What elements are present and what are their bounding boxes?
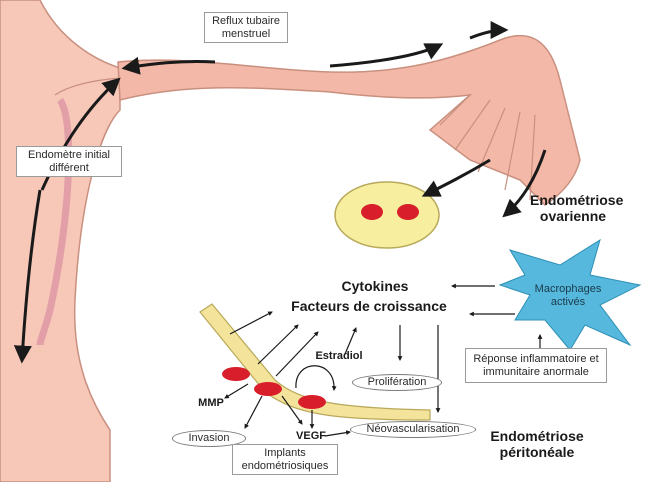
ovary	[335, 182, 439, 248]
label-reflux: Reflux tubaire menstruel	[204, 12, 288, 43]
label-endometriose-ovarienne: Endométriose ovarienne	[530, 192, 616, 224]
arrow-estradiol-loop	[296, 366, 334, 390]
label-macrophages: Macrophages activés	[532, 283, 604, 308]
label-facteurs: Facteurs de croissance	[272, 298, 466, 314]
label-endometre: Endomètre initial différent	[16, 146, 122, 177]
label-proliferation: Prolifération	[352, 374, 442, 391]
ovarian-lesion	[397, 204, 419, 220]
peritoneal-lesion	[254, 382, 282, 396]
arrow-implant-up-1	[230, 312, 272, 334]
label-implants: Implants endométriosiques	[232, 444, 338, 475]
arrow-reflux-mid	[330, 45, 440, 66]
label-reponse: Réponse inflammatoire et immunitaire ano…	[465, 348, 607, 383]
arrow-mmp	[225, 384, 248, 398]
peritoneal-lesion	[298, 395, 326, 409]
ovarian-lesion	[361, 204, 383, 220]
label-neovascularisation: Néovascularisation	[350, 421, 476, 438]
arrow-implant-up-2	[258, 325, 298, 364]
arrow-to-ovary	[425, 160, 490, 195]
label-estradiol: Estradiol	[312, 350, 366, 363]
label-cytokines: Cytokines	[320, 278, 430, 294]
arrow-reflux-right	[470, 30, 505, 38]
arrow-invasion	[245, 396, 262, 428]
peritoneal-lesion	[222, 367, 250, 381]
label-endometriose-peritoneale: Endométriose péritonéale	[478, 428, 596, 460]
label-vegf: VEGF	[293, 430, 329, 443]
label-mmp: MMP	[196, 397, 226, 410]
